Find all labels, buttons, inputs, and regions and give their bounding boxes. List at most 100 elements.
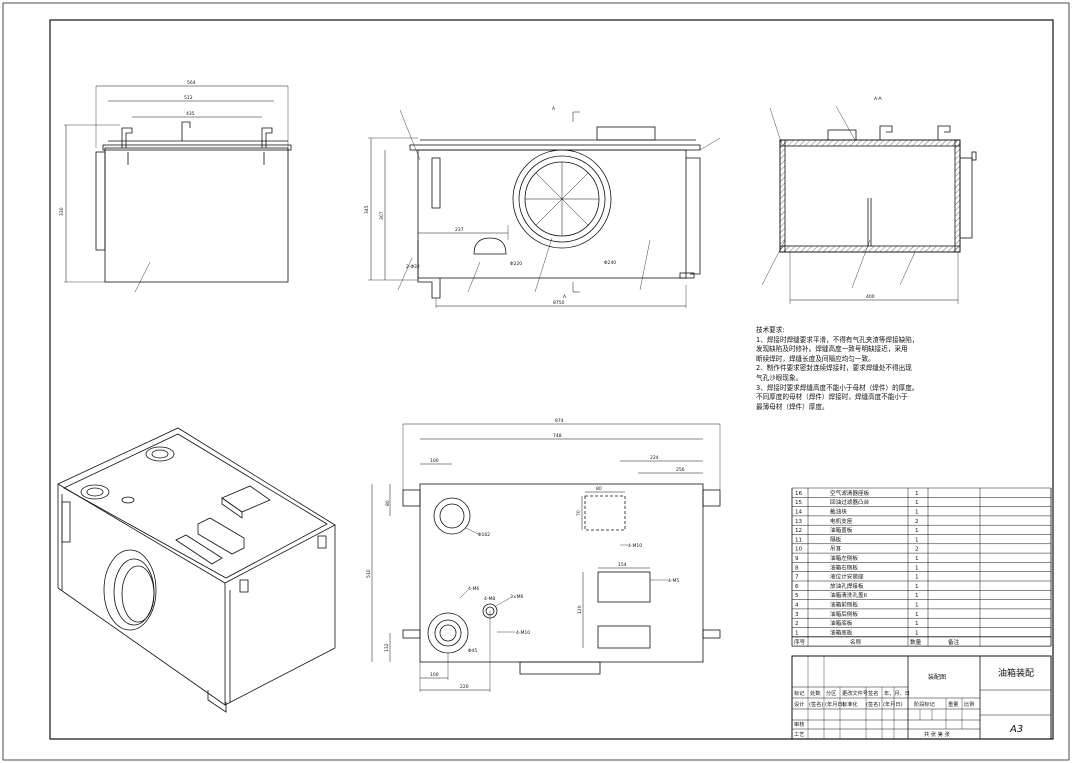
dim-4m10-a: 4-M10 xyxy=(628,543,642,549)
bom-row-name: 油箱清洗孔盖II xyxy=(830,591,867,599)
dim-307: 307 xyxy=(379,211,385,220)
dim-70: 70 xyxy=(576,510,582,516)
view-name: 装配图 xyxy=(928,673,946,681)
bom-row-name: 回油过滤器凸台 xyxy=(830,498,870,506)
dim-330: 330 xyxy=(59,207,65,216)
dim-phi45: Φ45 xyxy=(468,648,477,654)
bom-row-name: 截油块 xyxy=(830,508,847,516)
dim-100-b: 100 xyxy=(430,672,439,678)
bom-row-name: 吊耳 xyxy=(830,546,842,553)
dim-512: 512 xyxy=(184,95,193,101)
bom-row-qty: 1 xyxy=(915,593,919,599)
dim-8750: 8750 xyxy=(553,300,565,306)
tb-std-sign: (签名) xyxy=(866,700,880,708)
bom-row-qty: 1 xyxy=(915,491,919,497)
dim-256: 256 xyxy=(676,467,685,473)
notes-line-5: 气孔沙眼现象。 xyxy=(756,373,803,382)
dim-4m10-b: 4-M10 xyxy=(516,630,530,636)
bom-row-name: 油箱左侧板 xyxy=(830,554,858,562)
bom-row-no: 13 xyxy=(795,519,803,525)
bom-row-qty: 1 xyxy=(915,612,919,618)
bom-row-no: 4 xyxy=(795,603,799,609)
bom-row-qty: 1 xyxy=(915,630,919,636)
dim-phi240: Φ240 xyxy=(604,260,616,266)
dim-237: 237 xyxy=(455,227,464,233)
bom-row-name: 油箱底板 xyxy=(830,628,853,636)
bom-row-no: 3 xyxy=(795,612,799,618)
bom-row-name: 油箱盖板 xyxy=(830,526,853,534)
bom-row-no: 6 xyxy=(795,584,799,590)
dim-phi220: Φ220 xyxy=(510,261,522,267)
section-label-aa: A-A xyxy=(874,96,883,102)
tb-design-date: (年月日) xyxy=(825,700,845,708)
bom-header-no: 序号 xyxy=(794,638,806,646)
bom-row-qty: 1 xyxy=(915,537,919,543)
bom-row-no: 7 xyxy=(795,575,799,581)
bom-row-qty: 1 xyxy=(915,621,919,627)
dim-80-a: 80 xyxy=(596,486,602,492)
bom-row-no: 11 xyxy=(795,537,803,543)
bom-row-qty: 1 xyxy=(915,565,919,571)
bom-row-no: 8 xyxy=(795,565,799,571)
bom-row-name: 液位计安装座 xyxy=(830,573,864,581)
notes-line-4: 2、制作件要求密封连续焊接时，要求焊缝处不得出现 xyxy=(756,364,912,373)
bom-row-qty: 1 xyxy=(915,556,919,562)
bom-row-no: 9 xyxy=(795,556,799,562)
bom-row-qty: 1 xyxy=(915,500,919,506)
bom-row-no: 5 xyxy=(795,593,799,599)
bom-header-name: 名称 xyxy=(850,638,862,646)
bom-row-no: 15 xyxy=(795,500,803,506)
dim-80-b: 80 xyxy=(385,500,391,506)
bom-row-qty: 1 xyxy=(915,510,919,516)
tb-zone: 分区 xyxy=(826,689,836,697)
notes-line-8: 最薄母材（焊件）厚度。 xyxy=(756,402,829,411)
bom-row-no: 12 xyxy=(795,528,802,534)
tb-sign: 签名 xyxy=(868,689,878,697)
bom-row-name: 放油孔焊接板 xyxy=(830,582,864,590)
dim-154: 154 xyxy=(618,562,627,568)
notes-line-3: 断续焊时，焊缝长度及间隔应均匀一致。 xyxy=(756,354,875,363)
bom-row-no: 10 xyxy=(795,547,803,553)
bom-row-name: 空气滤清器座板 xyxy=(830,489,870,497)
section-mark-bottom: A xyxy=(563,294,567,300)
tb-scale: 比例 xyxy=(964,700,974,708)
tb-check: 审核 xyxy=(794,720,804,728)
bom-row-no: 2 xyxy=(795,621,799,627)
dim-435: 435 xyxy=(186,111,195,117)
tb-sheets: 共 张 第 张 xyxy=(924,730,951,738)
sheet-size: A3 xyxy=(1009,724,1023,735)
notes-line-1: 1、焊接时焊缝要求平滑，不得有气孔夹渣等焊接缺陷， xyxy=(756,335,919,344)
dim-4m8: 4-M8 xyxy=(484,596,495,602)
bom-row-name: 油箱底板 xyxy=(830,619,853,627)
tb-mark: 标记 xyxy=(794,689,804,697)
dim-224: 224 xyxy=(650,455,659,461)
bom-row-name: 油箱前侧板 xyxy=(830,601,858,609)
dim-564: 564 xyxy=(187,80,196,86)
side-section-view xyxy=(761,105,977,304)
notes-heading: 技术要求: xyxy=(756,326,785,334)
dim-132: 132 xyxy=(384,643,390,652)
tb-count: 处数 xyxy=(810,689,821,697)
bom-row-name: 油箱后侧板 xyxy=(830,610,858,618)
notes-line-7: 不同厚度的母材（焊件）焊接时，焊缝高度不能小于 xyxy=(756,393,908,402)
dim-400: 400 xyxy=(866,294,875,300)
dim-345: 345 xyxy=(364,205,370,214)
notes-line-6: 3、焊接时要求焊缝高度不能小于母材（焊件）的厚度。 xyxy=(756,383,919,392)
drawing-title: 油箱装配 xyxy=(998,667,1034,679)
dim-2-phi32: 2-Φ32 xyxy=(406,264,420,270)
tb-std-date: (年月日) xyxy=(883,700,903,708)
dim-874: 874 xyxy=(555,418,564,424)
isometric-view xyxy=(57,427,336,713)
tb-stage: 阶段标记 xyxy=(914,700,935,708)
tb-weight: 重量 xyxy=(948,700,958,708)
title-block xyxy=(791,655,1052,740)
bom-row-qty: 2 xyxy=(915,519,919,525)
bom-row-name: 油箱右侧板 xyxy=(830,563,858,571)
tb-standard: 标准化 xyxy=(842,700,858,708)
plan-view xyxy=(371,423,721,692)
tb-design-sign: (签名) xyxy=(809,700,823,708)
dim-4m5: 4-M5 xyxy=(668,578,679,584)
bom-row-qty: 1 xyxy=(915,528,919,534)
